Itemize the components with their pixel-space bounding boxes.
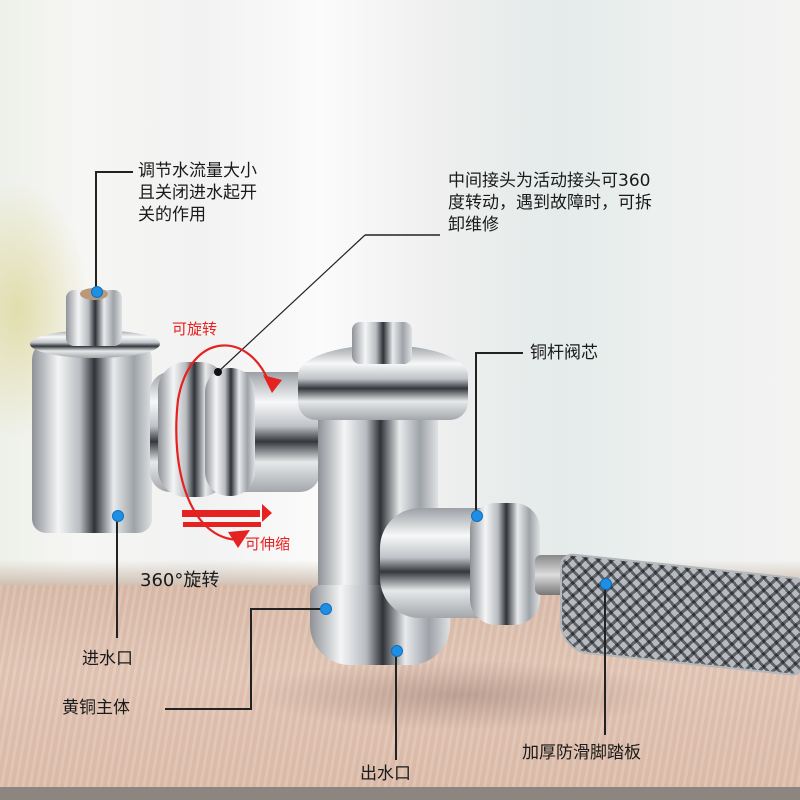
leader-flow-control-h [95,171,133,173]
callout-middle-joint-line1: 中间接头为活动接头可360 [448,171,651,191]
leader-brass-body-v [250,608,252,708]
callout-flow-control: 调节水流量大小 且关闭进水起开 关的作用 [138,160,257,226]
callout-dot-outlet [391,645,403,657]
callout-pedal: 加厚防滑脚踏板 [522,743,641,763]
leader-pedal [604,585,606,735]
callout-flow-control-line2: 且关闭进水起开 [138,183,257,203]
main-valve-hex-bolt [352,322,412,364]
pedal-arm-collar [470,503,540,625]
leader-outlet [395,652,397,760]
callout-inlet: 进水口 [82,649,133,669]
callout-dot-inlet [112,510,124,522]
leader-flow-control-v [95,171,97,291]
callout-middle-joint-line3: 卸维修 [448,215,499,235]
leader-valve-core-v [475,352,477,515]
callout-dot-brass-body [320,603,332,615]
leader-brass-body-h2 [165,708,252,710]
callout-dot-flow-control [91,286,103,298]
callout-dot-valve-core [471,510,483,522]
callout-middle-joint: 中间接头为活动接头可360 度转动，遇到故障时，可拆 卸维修 [448,170,652,236]
callout-flow-control-line1: 调节水流量大小 [138,161,257,181]
callout-outlet: 出水口 [360,764,411,784]
callout-middle-joint-line2: 度转动，遇到故障时，可拆 [448,193,652,213]
callout-valve-core: 铜杆阀芯 [530,343,598,363]
product-shadow [250,660,670,730]
floor-edge [0,787,800,800]
annotation-rotatable: 可旋转 [172,320,218,338]
callout-dot-pedal [600,578,612,590]
leader-brass-body-h1 [250,608,320,610]
leader-inlet [116,518,118,638]
callout-flow-control-line3: 关的作用 [138,205,206,225]
inlet-valve-body [32,338,152,533]
callout-rotate-360: 360°旋转 [140,570,220,591]
callout-brass-body: 黄铜主体 [62,698,130,718]
annotation-extendable: 可伸缩 [245,535,291,553]
swivel-union-ring [205,368,255,496]
leader-valve-core-h [475,352,523,354]
